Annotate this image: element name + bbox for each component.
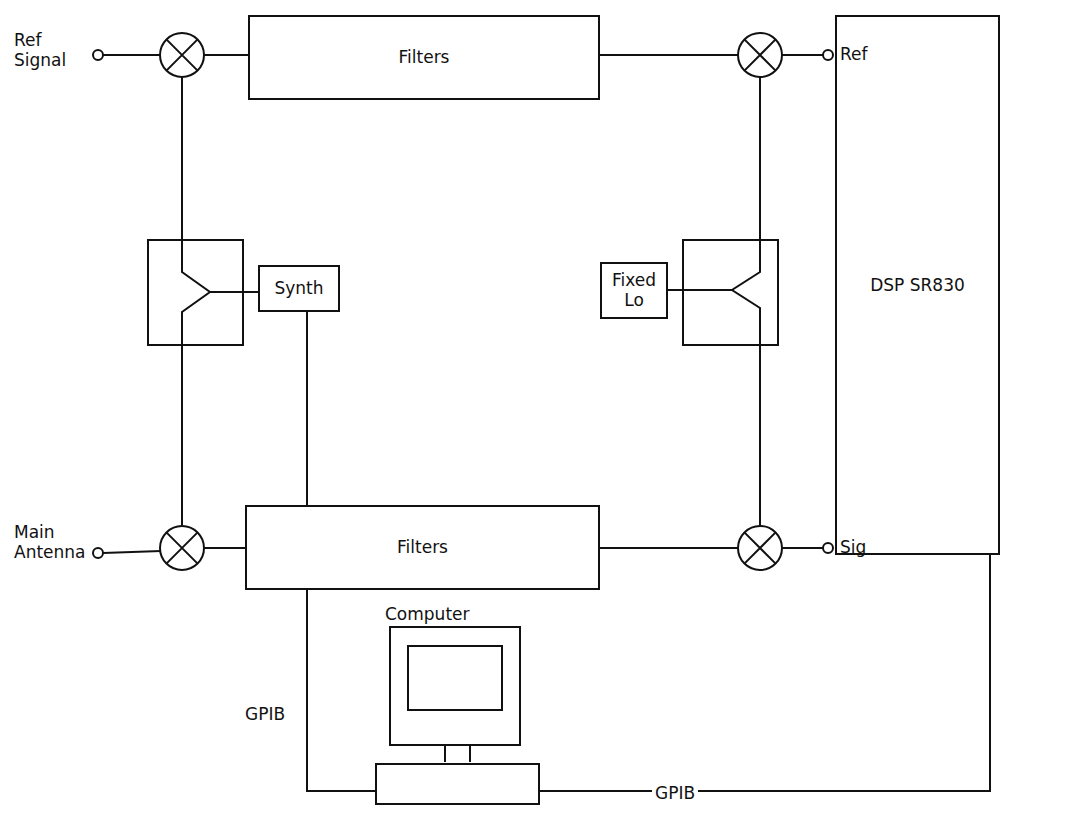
edge-label: GPIB — [652, 783, 698, 803]
output-terminal — [823, 543, 833, 553]
computer-node: Computer — [375, 604, 540, 812]
local-oscillator-box: Fixed Lo — [600, 262, 668, 319]
input-terminal — [93, 548, 103, 558]
box-text: DSP SR830 — [870, 275, 965, 295]
power-splitter — [683, 240, 778, 345]
mixer-symbol — [738, 33, 782, 77]
edge-label: GPIB — [242, 704, 288, 724]
port-label: Ref — [840, 44, 880, 64]
input-terminal — [93, 50, 103, 60]
computer-icon — [375, 624, 540, 806]
lock-in-amplifier-box: DSP SR830 — [835, 15, 1000, 555]
synthesizer-box: Synth — [258, 265, 340, 312]
filter-box: Filters — [245, 505, 600, 590]
mixer-symbol — [738, 526, 782, 570]
gpib-cable — [540, 555, 990, 791]
box-text: Synth — [274, 278, 323, 298]
box-text: Fixed Lo — [608, 270, 660, 311]
filter-box: Filters — [248, 15, 600, 100]
lo-wire — [668, 77, 760, 526]
lo-wire — [182, 77, 258, 526]
box-text: Filters — [399, 47, 450, 67]
heading-text: Computer — [375, 604, 540, 624]
mixer-symbol — [160, 33, 204, 77]
mixer-symbol — [160, 526, 204, 570]
input-label: Main Antenna — [14, 522, 88, 563]
input-label: Ref Signal — [14, 30, 76, 71]
output-terminal — [823, 50, 833, 60]
box-text: Filters — [397, 537, 448, 557]
port-label: Sig — [840, 537, 880, 557]
